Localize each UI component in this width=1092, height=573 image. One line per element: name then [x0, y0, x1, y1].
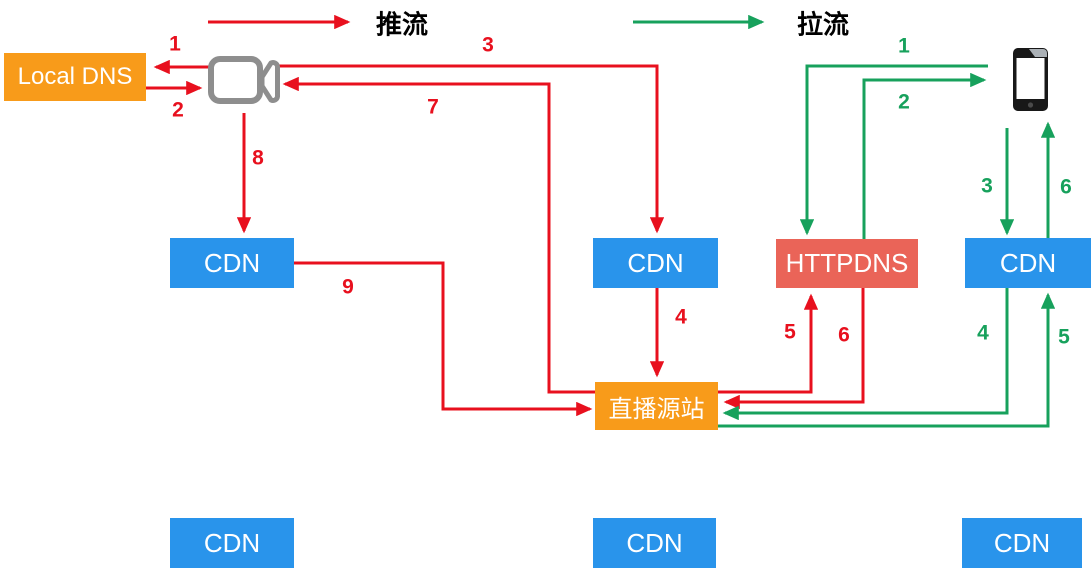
push-arrow-5-origin-to-httpdns — [718, 293, 819, 394]
push-arrow-7-origin-to-camera — [282, 76, 596, 394]
node-cdn-bottom-left: CDN — [170, 518, 294, 568]
push-step-9-label: 9 — [342, 275, 354, 299]
push-step-8-label: 8 — [252, 146, 264, 170]
push-step-5-label: 5 — [784, 320, 796, 344]
node-local-dns: Local DNS — [4, 53, 146, 101]
video-camera-icon — [208, 56, 280, 104]
pull-step-2-label: 2 — [898, 90, 910, 114]
pull-step-6-label: 6 — [1060, 175, 1072, 199]
node-cdn-mid: CDN — [593, 238, 718, 288]
pull-step-1-label: 1 — [898, 34, 910, 58]
push-step-2-label: 2 — [172, 98, 184, 122]
node-cdn-bottom-mid: CDN — [593, 518, 716, 568]
push-step-7-label: 7 — [427, 95, 439, 119]
push-arrow-9-cdn-left-to-origin — [294, 261, 593, 417]
pull-legend-label: 拉流 — [797, 9, 850, 40]
node-httpdns: HTTPDNS — [776, 239, 918, 288]
push-arrow-3-camera-to-cdn-mid — [278, 64, 665, 234]
node-cdn-left: CDN — [170, 238, 294, 288]
push-legend-label: 推流 — [376, 9, 429, 40]
push-step-1-label: 1 — [169, 32, 181, 56]
pull-arrow-4-cdn-right-to-origin — [722, 288, 1009, 421]
pull-arrow-5-origin-to-cdn-right — [718, 292, 1056, 428]
node-cdn-bottom-right: CDN — [962, 518, 1082, 568]
pull-step-5-label: 5 — [1058, 325, 1070, 349]
push-step-6-label: 6 — [838, 323, 850, 347]
push-step-3-label: 3 — [482, 33, 494, 57]
pull-step-4-label: 4 — [977, 321, 989, 345]
node-origin: 直播源站 — [595, 382, 718, 430]
node-cdn-right: CDN — [965, 238, 1091, 288]
push-arrow-6-httpdns-to-origin — [723, 288, 865, 410]
pull-arrow-2-httpdns-to-phone — [862, 72, 987, 239]
smartphone-icon — [1013, 48, 1048, 111]
push-step-4-label: 4 — [675, 305, 687, 329]
pull-step-3-label: 3 — [981, 174, 993, 198]
pull-arrow-1-phone-to-httpdns — [799, 64, 988, 236]
